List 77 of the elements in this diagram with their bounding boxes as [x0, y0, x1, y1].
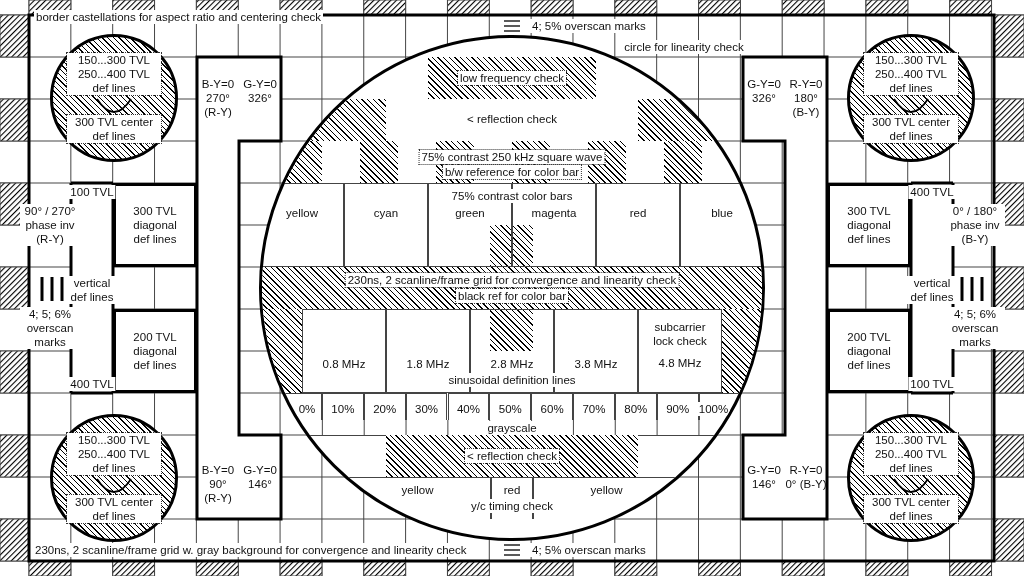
- note-text: 400 TVL: [68, 377, 116, 391]
- note-text: < reflection check: [465, 112, 559, 126]
- cell-label: low frequency check: [457, 71, 567, 85]
- note-text: 4; 5% overscan marks: [530, 19, 648, 33]
- cell-label: 3.8 MHz: [572, 357, 620, 371]
- note-text: circle for linearity check: [622, 40, 746, 54]
- cell-label: 150...300 TVL 250...400 TVL def lines: [864, 433, 958, 475]
- cell-label: G-Y=0 326°: [746, 77, 782, 105]
- note-text: 100 TVL: [908, 377, 956, 391]
- cell-label: 300 TVL center def lines: [67, 495, 161, 523]
- note-text: black ref for color bar: [456, 289, 568, 303]
- diagonal-pattern-box: [827, 183, 911, 267]
- note-text: b/w reference for color bar: [442, 165, 582, 179]
- cell-label: 300 TVL diagonal def lines: [132, 204, 178, 246]
- note-text: 230ns, 2 scanline/frame grid for convergence and linearity check: [345, 273, 679, 287]
- cell-label: 1.8 MHz: [404, 357, 452, 371]
- cell-label: 4.8 MHz: [656, 356, 704, 370]
- cell-label: 150...300 TVL 250...400 TVL def lines: [67, 433, 161, 475]
- note-text: 100 TVL: [68, 185, 116, 199]
- note-text: border castellations for aspect ratio and centering check: [34, 10, 324, 24]
- diagonal-pattern-box: [113, 183, 197, 267]
- grayscale-step: [656, 393, 699, 420]
- color-bar: [680, 183, 762, 267]
- cell-label: 300 TVL center def lines: [864, 495, 958, 523]
- cell-label: 150...300 TVL 250...400 TVL def lines: [864, 53, 958, 95]
- cell-label: G-Y=0 146°: [242, 463, 278, 491]
- grayscale-step: [363, 393, 406, 420]
- note-text: grayscale: [485, 421, 539, 435]
- cell-label: 300 TVL center def lines: [67, 115, 161, 143]
- diagonal-pattern-box: [827, 309, 911, 393]
- hatched-bar: [428, 57, 596, 99]
- cell-label: R-Y=0 180° (B-Y): [788, 77, 824, 119]
- cell-label: 0.8 MHz: [320, 357, 368, 371]
- grayscale-step: [447, 393, 490, 420]
- grayscale-step: [531, 393, 574, 420]
- cell-label: blue: [709, 206, 735, 220]
- grayscale-step: [698, 393, 741, 420]
- cell-label: yellow: [399, 483, 436, 497]
- frequency-cell: [638, 309, 722, 393]
- cell-label: B-Y=0 270° (R-Y): [200, 77, 236, 119]
- cell-label: 100%: [696, 401, 731, 416]
- cell-label: yellow: [588, 483, 625, 497]
- cell-label: red: [627, 206, 649, 220]
- note-text: sinusoidal definition lines: [446, 373, 578, 387]
- cell-label: 200 TVL diagonal def lines: [846, 330, 892, 372]
- note-text: 400 TVL: [908, 185, 956, 199]
- color-bar: [596, 183, 680, 267]
- cell-label: yellow: [284, 206, 320, 220]
- cell-label: 2.8 MHz: [488, 357, 536, 371]
- cell-label: < reflection check: [465, 449, 559, 463]
- cell-label: red: [501, 483, 523, 497]
- cell-label: B-Y=0 90° (R-Y): [200, 463, 236, 505]
- grayscale-step: [489, 393, 532, 420]
- grayscale-step: [321, 393, 364, 420]
- note-text: 230ns, 2 scanline/frame grid w. gray background for convergence and linearity check: [33, 543, 469, 557]
- cell-label: magenta: [529, 206, 579, 220]
- cell-label: 300 TVL diagonal def lines: [846, 204, 892, 246]
- cell-label: 300 TVL center def lines: [864, 115, 958, 143]
- color-bar: [262, 183, 344, 267]
- grayscale-step: [573, 393, 615, 420]
- cell-label: 200 TVL diagonal def lines: [132, 330, 178, 372]
- cell-label: 150...300 TVL 250...400 TVL def lines: [67, 53, 161, 95]
- cell-label: G-Y=0 326°: [242, 77, 278, 105]
- grayscale-step: [405, 393, 448, 420]
- color-bar: [344, 183, 428, 267]
- note-text: vertical def lines: [906, 276, 958, 304]
- grayscale-step: [614, 393, 657, 420]
- frequency-cell: [302, 309, 386, 393]
- note-text: vertical def lines: [66, 276, 118, 304]
- note-text: 75% contrast 250 kHz square wave: [419, 150, 605, 164]
- note-text: 75% contrast color bars: [449, 189, 575, 203]
- note-text: 4; 5% overscan marks: [530, 543, 648, 557]
- note-text: y/c timing check: [469, 499, 555, 513]
- cell-label: R-Y=0 0° (B-Y): [785, 463, 827, 491]
- diagonal-pattern-box: [113, 309, 197, 393]
- cell-label: G-Y=0 146°: [746, 463, 782, 491]
- hatched-bar: [386, 435, 638, 477]
